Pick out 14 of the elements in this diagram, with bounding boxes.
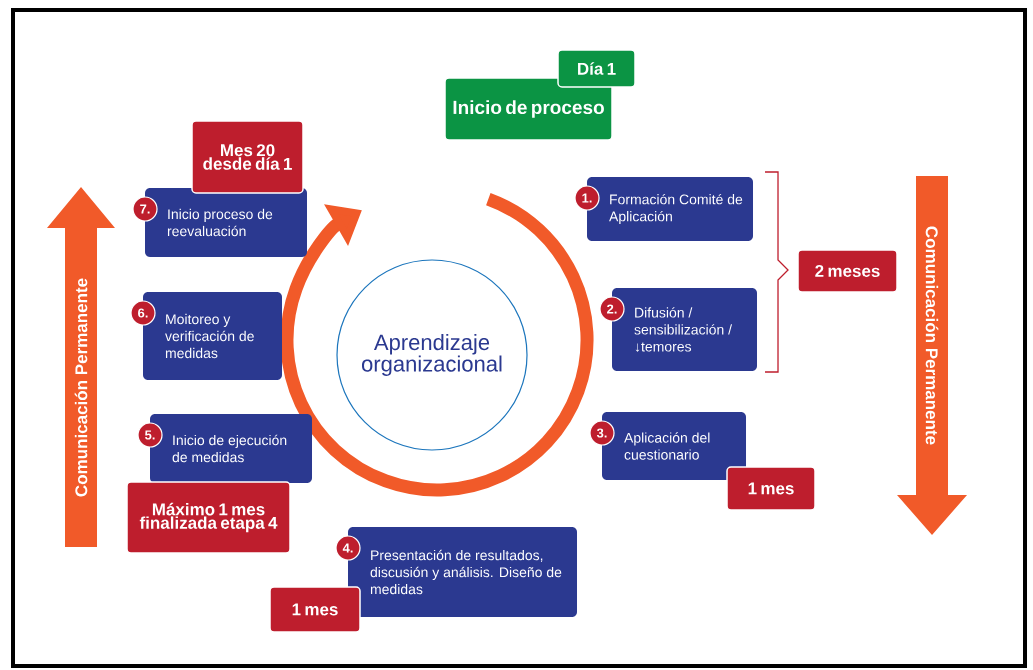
duration-box: Mes 20 desde día 1 — [191, 120, 304, 194]
number-badge: 6. — [130, 300, 156, 326]
number-badge: 2. — [599, 296, 625, 322]
day-tag: Día 1 — [557, 49, 636, 88]
duration-box: Máximo 1 mes finalizada etapa 4 — [126, 481, 291, 554]
duration-box: 1 mes — [269, 586, 361, 633]
number-badge: 3. — [589, 420, 615, 446]
duration-box: 1 mes — [726, 466, 816, 511]
number-badge: 5. — [137, 422, 163, 448]
number-badge: 7. — [132, 196, 158, 222]
start-box: Inicio de proceso — [444, 77, 613, 141]
number-badge: 4. — [335, 535, 361, 561]
duration-box: 2 meses — [797, 249, 898, 293]
number-badge: 1. — [574, 185, 600, 211]
